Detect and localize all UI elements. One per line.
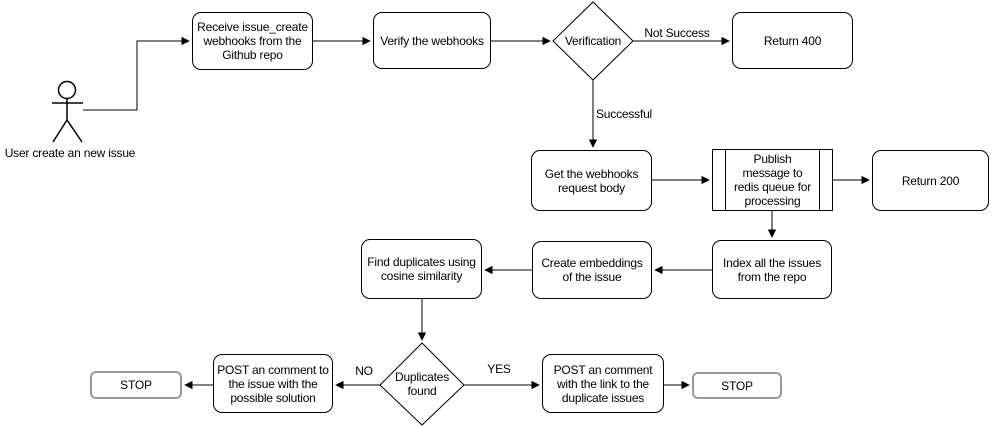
edge-label-yes: YES bbox=[482, 362, 516, 376]
node-verification-label: Verification bbox=[564, 34, 622, 48]
edge-label-no: NO bbox=[347, 364, 381, 378]
node-find-duplicates: Find duplicates using cosine similarity bbox=[361, 239, 482, 299]
node-index-issues: Index all the issues from the repo bbox=[712, 240, 832, 299]
edge-actor-to-receive bbox=[83, 36, 190, 111]
node-receive-webhooks: Receive issue_create webhooks from the G… bbox=[192, 12, 313, 70]
actor-caption: User create an new issue bbox=[4, 146, 136, 160]
node-get-request-body: Get the webhooks request body bbox=[531, 150, 652, 211]
node-publish-label: Publish message to redis queue for proce… bbox=[733, 152, 812, 208]
node-create-embeddings: Create embeddings of the issue bbox=[532, 241, 652, 299]
actor-icon bbox=[52, 80, 83, 143]
edge-label-successful: Successful bbox=[595, 107, 654, 121]
subroutine-bar-right bbox=[819, 150, 820, 210]
node-stop-right: STOP bbox=[692, 372, 782, 399]
node-return-200: Return 200 bbox=[872, 150, 989, 211]
edge-label-not-success: Not Success bbox=[638, 26, 716, 40]
node-verify-webhooks: Verify the webhooks bbox=[373, 12, 491, 69]
node-return-400: Return 400 bbox=[732, 12, 853, 69]
node-publish-redis-queue: Publish message to redis queue for proce… bbox=[712, 149, 833, 211]
node-post-comment-duplicates: POST an comment with the link to the dup… bbox=[542, 354, 664, 413]
node-post-comment-solution: POST an comment to the issue with the po… bbox=[213, 354, 333, 413]
node-stop-left: STOP bbox=[90, 371, 182, 399]
node-duplicates-found-label: Duplicates found bbox=[394, 370, 450, 398]
subroutine-bar-left bbox=[725, 150, 726, 210]
